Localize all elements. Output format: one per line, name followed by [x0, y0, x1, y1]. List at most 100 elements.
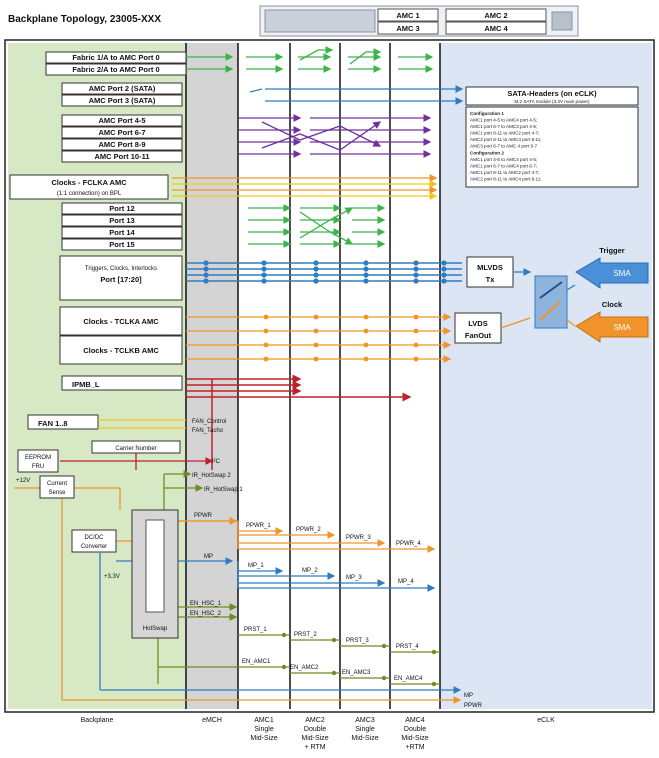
junction-dot — [313, 260, 319, 266]
carrier-number-box — [91, 440, 181, 454]
junction-dot — [313, 272, 319, 278]
port-box — [61, 150, 183, 163]
junction-dot — [441, 260, 447, 266]
switch-to-trigger — [566, 284, 576, 291]
mp3-label: MP_3 — [346, 575, 362, 581]
en-hsc2-label: EN_HSC_2 — [190, 611, 222, 617]
config1-line: AMC1 port 6-7 to AMC3 port 4-5; — [470, 124, 537, 129]
port-box — [61, 375, 183, 391]
junction-dot — [261, 272, 267, 278]
port-box-label: AMC Port 6-7 — [98, 128, 145, 137]
junction-dot — [363, 260, 369, 266]
junction-dot — [261, 266, 267, 272]
footer-eclk: eCLK — [537, 717, 555, 724]
junction-dot — [281, 632, 287, 638]
footer-amc1-type: Single — [254, 726, 274, 733]
config2-line: AMC1 port 6-7 to AMC4 port 6-7; — [470, 164, 537, 169]
trigger-label: Trigger — [599, 246, 625, 255]
sata-stub — [249, 88, 263, 93]
junction-dot — [413, 342, 419, 348]
junction-dot — [313, 278, 319, 284]
chassis-slot-amc1: AMC 1 — [396, 11, 419, 20]
junction-dot — [363, 266, 369, 272]
junction-dot — [261, 278, 267, 284]
junction-dot — [413, 272, 419, 278]
config1-line: AMC2 port 8-11 to AMC4 port 8-11; — [470, 137, 542, 142]
lvds-to-switch — [500, 317, 531, 329]
tclkb-label: Clocks - TCLKB AMC — [83, 346, 159, 355]
port-box-label: AMC Port 10-11 — [94, 152, 149, 161]
junction-dot — [413, 266, 419, 272]
fru-label: FRU — [32, 464, 44, 470]
ppwr1-label: PPWR_1 — [246, 523, 271, 529]
en-amc1-label: EN_AMC1 — [242, 659, 271, 665]
port-box — [61, 238, 183, 251]
current-label: Current — [47, 481, 67, 487]
triggers-port: Port [17:20] — [100, 275, 142, 284]
prst4-label: PRST_4 — [396, 644, 419, 650]
config1-line: AMC3 port 6-7 to AMC 4 port 6-7 — [470, 144, 538, 149]
current-sense-box — [39, 475, 75, 499]
tclka-label: Clocks - TCLKA AMC — [83, 317, 159, 326]
sata-headers-subtitle: M.2 SATA module (3.3V main power) — [514, 99, 590, 104]
i2c-label: I²C — [212, 459, 221, 465]
dcdc-label: DC/DC — [85, 535, 105, 541]
amc-port-cross — [261, 121, 382, 151]
port-box — [61, 82, 183, 95]
junction-dot — [413, 278, 419, 284]
eclk-mp-label: MP — [464, 693, 473, 699]
switch-blade-trigger — [539, 281, 563, 299]
junction-dot — [413, 260, 419, 266]
en-amc2-label: EN_AMC2 — [290, 665, 319, 671]
footer-backplane: Backplane — [81, 717, 114, 724]
mp2-label: MP_2 — [302, 568, 318, 574]
junction-dot — [363, 278, 369, 284]
emch-panel — [186, 43, 238, 709]
junction-dot — [203, 272, 209, 278]
port-box-label: Fabric 2/A to AMC Port 0 — [72, 65, 159, 74]
junction-dot — [413, 314, 419, 320]
ppwr2-label: PPWR_2 — [296, 527, 321, 533]
lvds-label: LVDS — [468, 319, 487, 328]
chassis-slot-amc3: AMC 3 — [396, 24, 419, 33]
footer-amc2-rtm: + RTM — [304, 744, 325, 751]
lvds-fanout-box — [454, 312, 502, 344]
converter-label: Converter — [81, 544, 107, 550]
chassis-slot-amc2: AMC 2 — [484, 11, 507, 20]
port-cross — [299, 211, 354, 245]
chassis-slot-amc4: AMC 4 — [484, 24, 508, 33]
junction-dot — [363, 272, 369, 278]
junction-dot — [363, 356, 369, 362]
prst1-label: PRST_1 — [244, 627, 267, 633]
junction-dot — [203, 278, 209, 284]
junction-dot — [331, 670, 337, 676]
port-box-label: IPMB_L — [72, 380, 100, 389]
fan-tacho-label: FAN_Tacho — [192, 428, 224, 434]
clock-label: Clock — [602, 300, 623, 309]
port-box — [27, 414, 99, 430]
ppwr-label: PPWR — [194, 513, 213, 519]
config1-heading: Configuration 1 — [470, 111, 504, 116]
config2-line: AMC1 port 4-5 to AMC4 port 4-5; — [470, 157, 537, 162]
junction-dot — [203, 260, 209, 266]
junction-dot — [263, 314, 269, 320]
prst3-label: PRST_3 — [346, 638, 369, 644]
port-box-label: Port 12 — [109, 204, 134, 213]
junction-dot — [431, 649, 437, 655]
ir-hotswap2-label: IR_HotSwap 2 — [192, 473, 231, 479]
configuration-box — [465, 106, 639, 188]
fclka-box — [9, 174, 169, 200]
footer-amc4-rtm: +RTM — [405, 744, 424, 751]
junction-dot — [441, 272, 447, 278]
configuration-text: Configuration 1 AMC1 port 4-5 to AMC4 por… — [470, 111, 542, 182]
tclkb-box — [59, 335, 183, 365]
junction-dot — [331, 637, 337, 643]
en-amc3-label: EN_AMC3 — [342, 670, 371, 676]
port-cross — [299, 207, 354, 239]
config2-line: AMC1 port 8-11 to AMC2 port 4-7; — [470, 170, 539, 175]
port-box — [61, 94, 183, 107]
switch-blade-clock — [539, 301, 561, 321]
junction-dot — [381, 643, 387, 649]
ppwr4-label: PPWR_4 — [396, 541, 421, 547]
